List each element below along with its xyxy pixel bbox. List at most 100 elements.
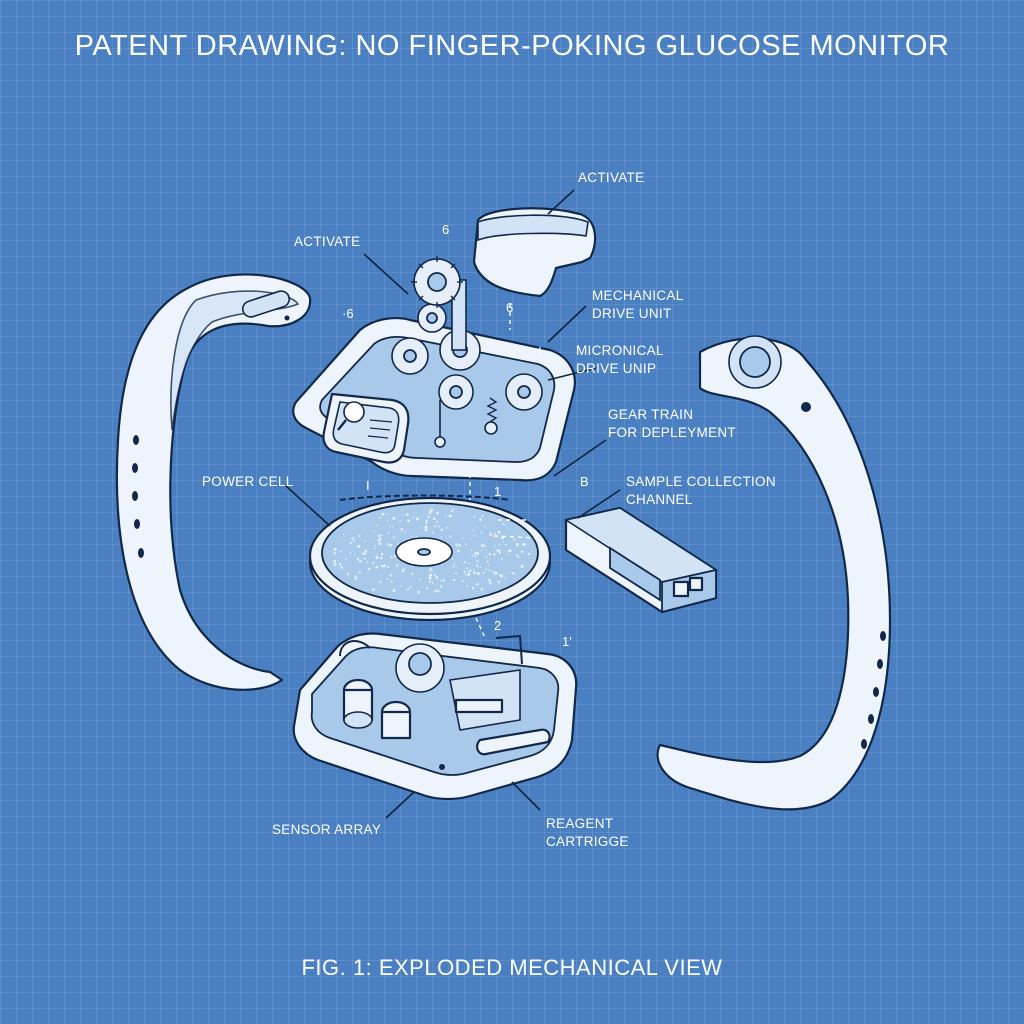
texture-dot — [339, 550, 342, 553]
texture-dot — [473, 571, 476, 575]
ref-mark: B — [580, 474, 589, 489]
texture-dot — [521, 543, 524, 546]
texture-dot — [403, 568, 405, 570]
texture-dot — [489, 532, 492, 535]
sensor-components — [339, 634, 551, 756]
ref-mark: 1' — [562, 634, 572, 649]
label-sample-collection-line1: SAMPLE COLLECTION — [626, 474, 776, 489]
texture-dot — [411, 535, 413, 538]
texture-dot — [436, 588, 439, 591]
texture-dot — [379, 516, 382, 519]
texture-dot — [407, 519, 410, 523]
texture-dot — [402, 514, 405, 517]
texture-dot — [488, 569, 490, 572]
texture-dot — [349, 541, 352, 545]
texture-dot — [389, 574, 392, 577]
sample-collection-channel — [563, 506, 719, 614]
texture-dot — [406, 513, 409, 517]
texture-dot — [356, 557, 360, 561]
upper-housing — [292, 303, 576, 482]
ref-mark: I — [538, 344, 542, 359]
texture-dot — [359, 559, 362, 563]
texture-dot — [498, 544, 501, 546]
label-activate-left: ACTIVATE — [294, 234, 360, 249]
texture-dot — [346, 573, 350, 576]
texture-dot — [504, 543, 507, 546]
texture-dot — [342, 534, 345, 536]
texture-dot — [492, 571, 495, 574]
lower-housing — [292, 632, 578, 801]
texture-dot — [372, 588, 375, 591]
texture-dot — [466, 585, 468, 587]
texture-dot — [446, 526, 448, 529]
texture-dot — [406, 588, 410, 591]
texture-dot — [472, 569, 475, 571]
texture-dot — [483, 544, 486, 547]
ref-mark: ·6 — [342, 306, 354, 321]
texture-dot — [436, 590, 438, 593]
texture-dot — [378, 534, 381, 538]
texture-dot — [383, 564, 387, 568]
texture-dot — [416, 517, 419, 521]
right-strap — [656, 335, 892, 811]
label-sensor-array: SENSOR ARRAY — [272, 822, 381, 837]
texture-dot — [467, 573, 471, 576]
texture-dot — [520, 565, 524, 568]
texture-dot — [500, 574, 504, 578]
texture-dot — [488, 553, 492, 556]
texture-dot — [428, 580, 431, 583]
texture-dot — [511, 571, 514, 575]
texture-dot — [497, 581, 501, 584]
texture-dot — [452, 508, 454, 511]
texture-dot — [520, 550, 524, 553]
texture-dot — [502, 541, 504, 543]
texture-dot — [436, 511, 439, 515]
texture-dot — [488, 564, 490, 566]
label-power-cell: POWER CELL — [202, 474, 294, 489]
texture-dot — [457, 549, 460, 553]
texture-dot — [333, 547, 337, 551]
texture-dot — [452, 565, 455, 568]
texture-dot — [465, 543, 467, 545]
texture-dot — [377, 539, 381, 542]
texture-dot — [380, 552, 384, 556]
texture-dot — [473, 552, 477, 555]
texture-dot — [373, 530, 376, 532]
texture-dot — [440, 528, 443, 531]
texture-dot — [471, 587, 475, 590]
texture-dot — [432, 517, 436, 520]
texture-dot — [476, 565, 478, 568]
ref-mark: 6 — [442, 222, 449, 237]
texture-dot — [354, 575, 357, 578]
texture-dot — [362, 552, 365, 555]
texture-dot — [481, 514, 484, 517]
texture-dot — [431, 581, 434, 584]
texture-dot — [389, 525, 391, 527]
texture-dot — [395, 564, 399, 567]
callout-labels: ACTIVATE ACTIVATE MECHANICAL DRIVE UNIT … — [202, 170, 776, 849]
label-reagent-cartridge-line1: REAGENT — [546, 816, 613, 831]
ref-mark: 1 — [494, 484, 501, 499]
texture-dot — [340, 566, 344, 569]
ref-mark: 6 — [506, 300, 513, 315]
texture-dot — [451, 558, 454, 560]
magnifier-icon — [343, 401, 365, 423]
texture-dot — [412, 516, 415, 519]
texture-dot — [433, 574, 436, 577]
texture-dot — [474, 555, 477, 558]
texture-dot — [386, 543, 390, 546]
texture-dot — [448, 514, 452, 518]
texture-dot — [485, 568, 488, 571]
texture-dot — [456, 545, 458, 547]
texture-dot — [513, 538, 516, 541]
label-reagent-cartridge-line2: CARTRIGGE — [546, 834, 629, 849]
strap-holes — [132, 435, 144, 558]
texture-dot — [424, 528, 428, 532]
texture-dot — [430, 567, 432, 570]
texture-dot — [476, 572, 480, 576]
texture-dot — [471, 554, 474, 557]
texture-dot — [364, 540, 366, 543]
texture-dot — [476, 552, 480, 555]
texture-dot — [527, 552, 531, 556]
texture-dot — [358, 534, 361, 537]
